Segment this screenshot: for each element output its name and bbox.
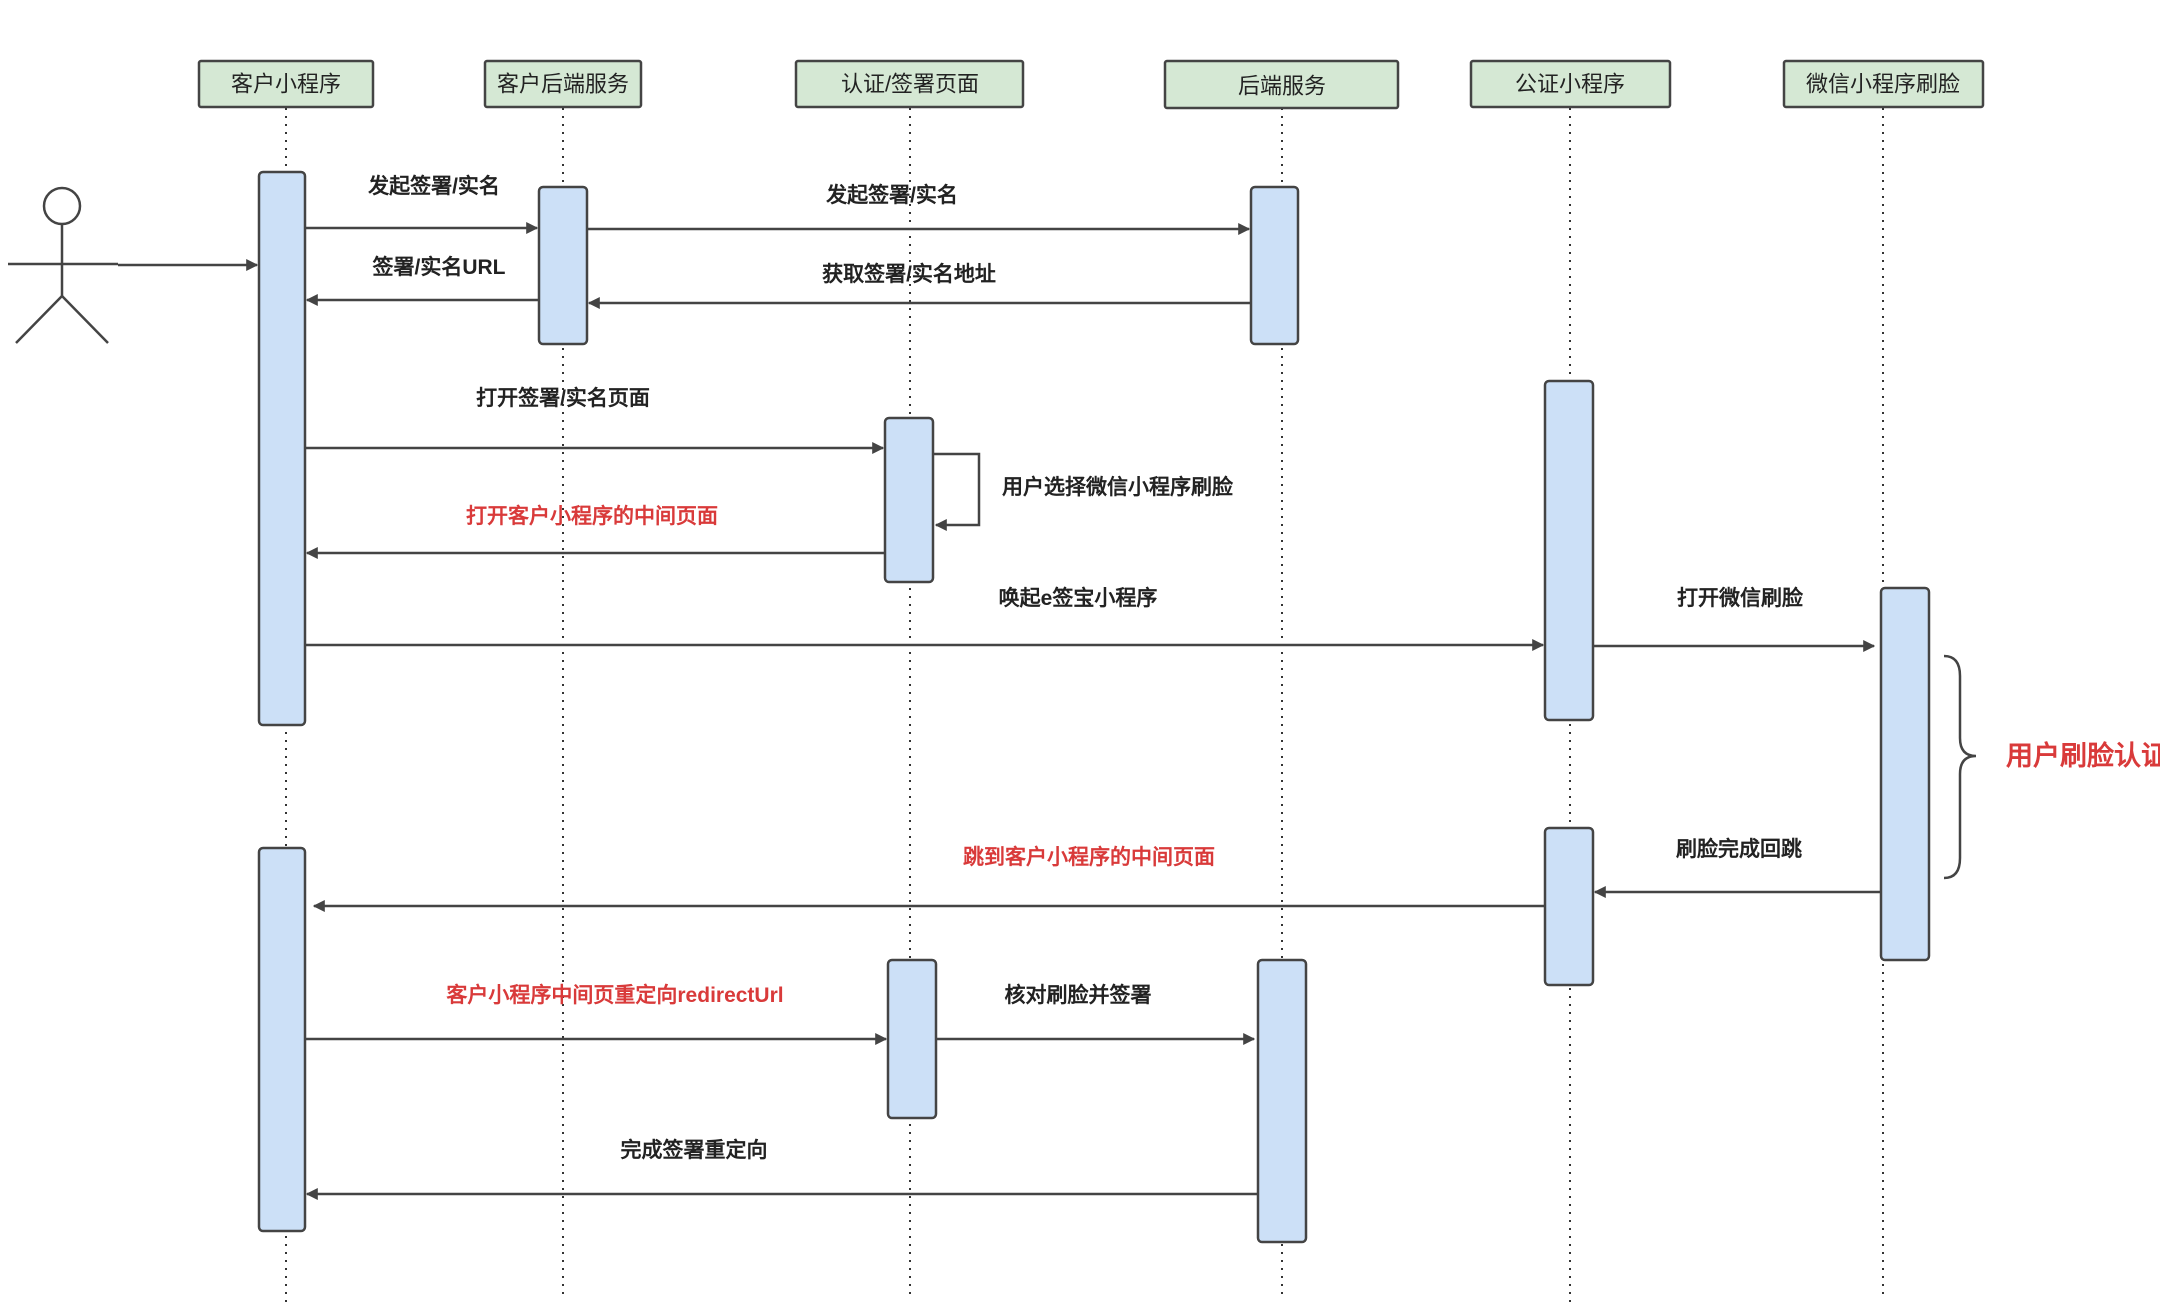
message-label: 打开签署/实名页面	[476, 386, 650, 410]
participant-wechat-face: 微信小程序刷脸	[1782, 59, 1985, 109]
lifelines	[285, 108, 1884, 1304]
activation-bar	[257, 170, 307, 727]
message-label: 发起签署/实名	[825, 183, 958, 207]
actor-user-icon	[8, 186, 118, 344]
activation-bar	[1543, 379, 1595, 722]
participant-customer-mp: 客户小程序	[197, 59, 375, 109]
message-label: 核对刷脸并签署	[1005, 983, 1152, 1007]
note-label: 用户刷脸认证	[2006, 740, 2160, 771]
participant-label: 后端服务	[1238, 74, 1326, 99]
participant-auth-sign-page: 认证/签署页面	[794, 59, 1025, 109]
message-label: 发起签署/实名	[367, 174, 500, 198]
brace-shape	[1943, 654, 1977, 880]
activation-bar	[883, 416, 935, 584]
activation-bar	[1249, 185, 1300, 346]
message-label: 打开微信刷脸	[1677, 586, 1804, 610]
activation-bar	[1256, 958, 1308, 1244]
message-label: 刷脸完成回跳	[1676, 837, 1802, 861]
participant-label: 认证/签署页面	[841, 72, 979, 97]
activation-bar	[886, 958, 938, 1120]
participant-label: 客户小程序	[231, 72, 341, 97]
activations	[257, 170, 1931, 1244]
message-label: 获取签署/实名地址	[822, 262, 996, 286]
participant-label: 客户后端服务	[497, 72, 629, 97]
message-self-arrow	[934, 452, 981, 531]
activation-bar	[257, 846, 307, 1233]
message-label: 完成签署重定向	[621, 1138, 768, 1162]
message-label: 唤起e签宝小程序	[999, 586, 1158, 610]
activation-bar	[537, 185, 589, 346]
messages	[118, 222, 1880, 1200]
message-label: 跳到客户小程序的中间页面	[963, 845, 1215, 869]
participant-label: 微信小程序刷脸	[1806, 72, 1960, 97]
message-label: 打开客户小程序的中间页面	[466, 504, 718, 528]
message-label: 用户选择微信小程序刷脸	[1002, 475, 1234, 499]
participant-notary-mp: 公证小程序	[1469, 59, 1672, 109]
activation-bar	[1879, 586, 1931, 962]
message-labels: 发起签署/实名 发起签署/实名 获取签署/实名地址 签署/实名URL 打开签署/…	[367, 174, 1804, 1162]
message-label: 客户小程序中间页重定向redirectUrl	[446, 983, 783, 1007]
activation-bar	[1543, 826, 1595, 987]
message-label: 签署/实名URL	[372, 255, 506, 279]
participant-label: 公证小程序	[1515, 72, 1625, 97]
participant-customer-backend: 客户后端服务	[483, 59, 643, 109]
participant-backend: 后端服务	[1163, 59, 1400, 110]
